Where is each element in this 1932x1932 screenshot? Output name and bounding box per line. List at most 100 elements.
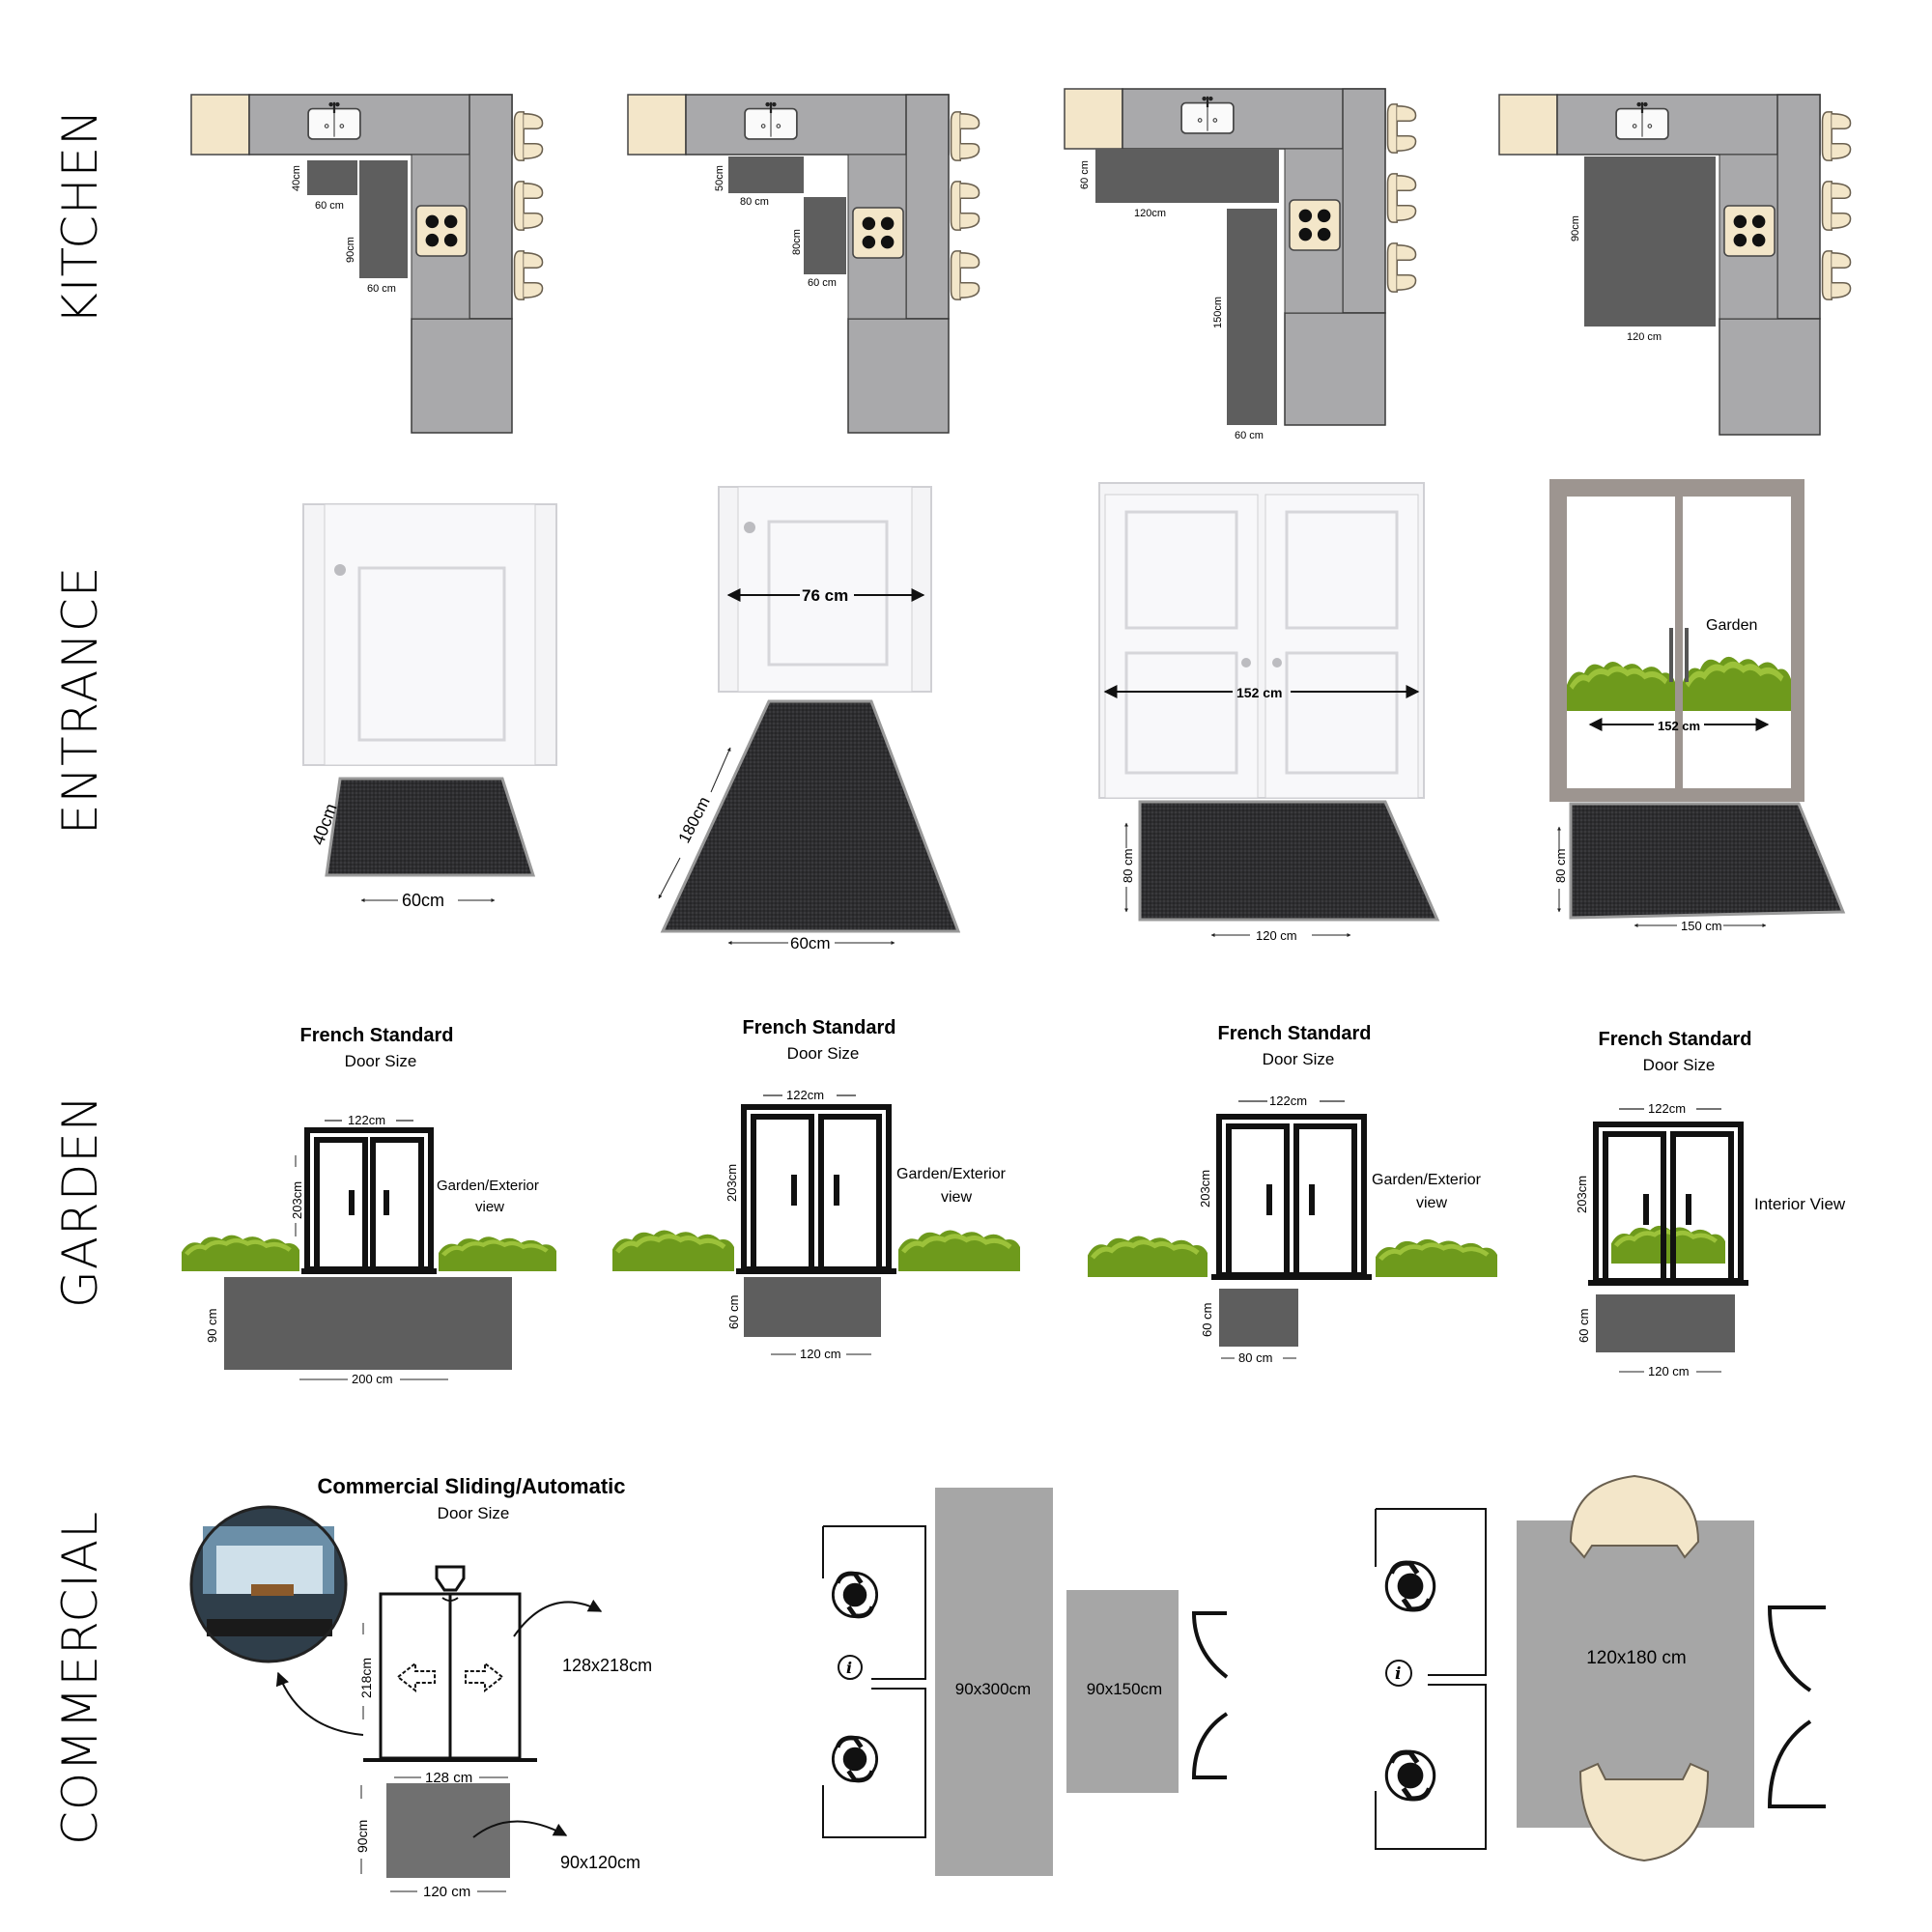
commercial-subtitle: Door Size (438, 1504, 510, 1522)
kitchen-mat-small (307, 160, 357, 195)
commercial-meeting-scene: i 120x180 cm (1375, 1474, 1826, 1862)
french-door-icon (301, 1127, 437, 1274)
outside-label: Garden (1706, 617, 1757, 634)
info-icon (838, 1655, 863, 1680)
garden-mat-height: 60 cm (726, 1295, 741, 1329)
garden-mat (1219, 1289, 1298, 1347)
kitchen-dim: 50cm (714, 165, 725, 191)
commercial-office-scene: i 90x300cm 90x150cm (822, 1488, 1229, 1876)
garden-view-label: view (1416, 1195, 1447, 1211)
kitchen-dim: 60 cm (1235, 430, 1264, 441)
garden-view-label: Garden/Exterior (896, 1166, 1007, 1182)
person-at-desk-icon (1386, 1751, 1434, 1799)
garden-door-height: 203cm (290, 1181, 304, 1219)
garden-scene-1: French Standard Door Size 122cm 203cm Ga… (182, 1025, 556, 1386)
door-knob-icon (1241, 658, 1251, 668)
kitchen-row: 40cm 60 cm 90cm 60 cm 50cm 80 cm 80cm 60… (190, 88, 1852, 441)
door-knob-icon (334, 564, 346, 576)
garden-door-height: 203cm (1198, 1170, 1212, 1208)
garden-door-width: 122cm (348, 1113, 385, 1127)
garden-mat-width: 120 cm (800, 1347, 841, 1361)
kitchen-dim: 60 cm (808, 277, 837, 289)
garden-scene-3: French Standard Door Size 122cm 203cm Ga… (1088, 1023, 1497, 1365)
info-icon (1385, 1660, 1412, 1687)
garden-subtitle: Door Size (1643, 1056, 1716, 1074)
kitchen-dim: 150cm (1212, 297, 1224, 328)
kitchen-plan-1: 40cm 60 cm 90cm 60 cm (190, 94, 544, 434)
hedge-icon (1376, 1239, 1497, 1277)
info-icon-glyph: i (846, 1659, 852, 1677)
garden-title: French Standard (1599, 1029, 1752, 1050)
garden-door-height: 203cm (724, 1164, 739, 1202)
commercial-mat-height: 90cm (355, 1820, 370, 1853)
garden-subtitle: Door Size (1263, 1050, 1335, 1068)
info-icon-glyph: i (1395, 1664, 1401, 1684)
entrance-dim: 60cm (790, 934, 831, 952)
entrance-scene-2: 76 cm 60cm 180cm (658, 486, 961, 952)
kitchen-mat-long (804, 197, 846, 274)
entrance-mat (325, 777, 536, 877)
door-knob-icon (744, 522, 755, 533)
curved-arrow-icon (275, 1671, 364, 1736)
garden-scene-2: French Standard Door Size 122cm 203cm Ga… (612, 1017, 1020, 1361)
hedge-icon (1088, 1236, 1208, 1278)
garden-view-label: Garden/Exterior (437, 1178, 539, 1194)
garden-view-label: view (941, 1189, 972, 1206)
garden-subtitle: Door Size (345, 1052, 417, 1070)
kitchen-mat-small (728, 156, 804, 193)
person-at-desk-icon (1386, 1562, 1434, 1609)
entrance-dim: 80 cm (1121, 849, 1135, 883)
curved-arrow-icon (472, 1820, 568, 1838)
entrance-row: 60cm 40cm 76 cm 60cm 180cm (302, 479, 1846, 952)
garden-door-height: 203cm (1575, 1176, 1589, 1213)
french-door-icon (736, 1104, 896, 1274)
kitchen-mat-long (1227, 209, 1277, 425)
commercial-mat-square-label: 120x180 cm (1586, 1648, 1687, 1668)
kitchen-dim: 40cm (291, 165, 302, 191)
person-at-desk-icon (833, 1573, 876, 1616)
slide-right-arrow-icon (465, 1661, 504, 1693)
garden-mat-height: 60 cm (1577, 1309, 1591, 1343)
entrance-dim: 150 cm (1681, 919, 1722, 933)
hedge-icon (898, 1231, 1020, 1272)
garden-view-label: Garden/Exterior (1372, 1172, 1482, 1188)
commercial-mat-short (1066, 1590, 1179, 1793)
garden-mat-height: 60 cm (1200, 1303, 1214, 1337)
kitchen-dim: 60 cm (315, 200, 344, 212)
entrance-scene-4: Garden 152 cm 80 cm 150 cm (1549, 479, 1846, 933)
garden-mat (744, 1277, 881, 1337)
hedge-icon (182, 1236, 299, 1271)
row-label-entrance: ENTRANCE (52, 566, 108, 835)
kitchen-dim: 90cm (1570, 215, 1581, 242)
french-door-icon (1211, 1114, 1372, 1280)
kitchen-dim: 60 cm (367, 283, 396, 295)
french-door-icon (1588, 1122, 1748, 1286)
commercial-mat-size: 90x120cm (560, 1853, 640, 1872)
garden-door-width: 122cm (1269, 1094, 1307, 1108)
hedge-icon (612, 1231, 734, 1272)
entrance-dim: 60cm (402, 891, 444, 910)
garden-view-label: Interior View (1754, 1195, 1846, 1213)
entrance-scene-3: 152 cm 80 cm 120 cm (1098, 482, 1440, 943)
row-label-commercial: COMMERCIAL (52, 1511, 108, 1845)
commercial-door-height: 218cm (358, 1658, 374, 1698)
commercial-title: Commercial Sliding/Automatic (317, 1474, 625, 1498)
garden-scene-4: French Standard Door Size 122cm 203cm In… (1575, 1029, 1846, 1378)
curved-arrow-icon (513, 1599, 603, 1637)
garden-title: French Standard (743, 1017, 896, 1038)
slide-left-arrow-icon (396, 1661, 436, 1693)
garden-title: French Standard (1218, 1023, 1372, 1044)
door-width-label: 152 cm (1236, 685, 1282, 700)
entrance-dim: 80 cm (1553, 849, 1568, 883)
commercial-sliding-scene: Commercial Sliding/Automatic Door Size (189, 1474, 652, 1900)
swing-door-icon (1191, 1611, 1229, 1779)
entrance-mat (1569, 802, 1846, 920)
row-label-kitchen: KITCHEN (52, 108, 108, 325)
garden-mat-width: 200 cm (352, 1372, 393, 1386)
commercial-mat-width: 120 cm (423, 1884, 470, 1900)
commercial-mat-long-label: 90x300cm (955, 1680, 1031, 1698)
hedge-icon (439, 1236, 556, 1271)
commercial-row: Commercial Sliding/Automatic Door Size (189, 1474, 1826, 1900)
garden-subtitle: Door Size (787, 1044, 860, 1063)
garden-mat (224, 1277, 512, 1370)
